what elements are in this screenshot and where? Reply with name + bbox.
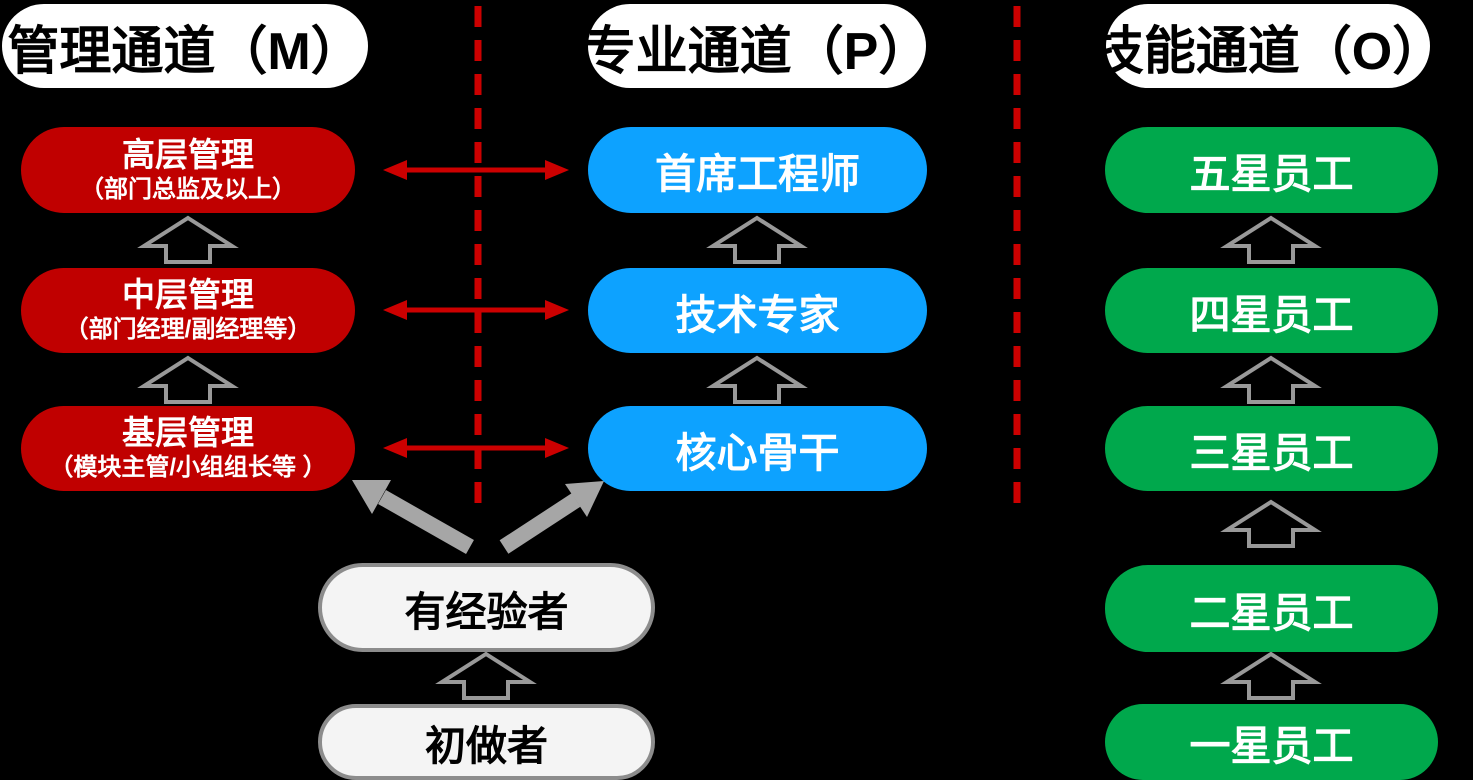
arrow-head-right — [545, 160, 569, 180]
promotion-arrow-o2-icon — [1225, 356, 1317, 404]
arrow-head-right — [545, 438, 569, 458]
level-two-star: 二星员工 — [1105, 565, 1438, 652]
level-five-star: 五星员工 — [1105, 127, 1438, 213]
level-title: 技术专家 — [675, 291, 840, 338]
level-senior-management: 高层管理 （部门总监及以上） — [21, 127, 355, 213]
level-core-backbone: 核心骨干 — [588, 406, 927, 491]
arrow-shaft — [378, 490, 474, 554]
level-three-star: 三星员工 — [1105, 406, 1438, 491]
level-technical-expert: 技术专家 — [588, 268, 927, 353]
promotion-arrow-p2-icon — [711, 356, 803, 404]
level-grassroots-management: 基层管理 （模块主管/小组组长等 ） — [21, 406, 355, 491]
entry-beginner: 初做者 — [318, 704, 655, 780]
level-title: 高层管理 — [122, 135, 254, 173]
arrow-head — [565, 481, 604, 517]
level-subtitle: （部门总监及以上） — [80, 175, 296, 203]
level-title: 首席工程师 — [655, 151, 860, 197]
management-channel-header: 管理通道（M） — [2, 4, 368, 88]
arrow-head-left — [383, 438, 407, 458]
level-subtitle: （模块主管/小组组长等 ） — [49, 454, 327, 482]
skill-channel-header: 技能通道（O） — [1092, 4, 1444, 88]
arrow-head-left — [383, 160, 407, 180]
level-middle-management: 中层管理 （部门经理/副经理等） — [21, 268, 355, 353]
level-subtitle: （部门经理/副经理等） — [64, 316, 312, 344]
promotion-arrow-m1-icon — [142, 216, 234, 264]
level-title: 三星员工 — [1189, 429, 1354, 476]
arrow-head-left — [383, 300, 407, 320]
entry-arrow-to-management — [352, 480, 474, 554]
entry-arrow-to-professional — [499, 481, 604, 554]
level-four-star: 四星员工 — [1105, 268, 1438, 353]
level-title: 一星员工 — [1189, 723, 1354, 769]
level-title: 五星员工 — [1189, 151, 1354, 197]
promotion-arrow-o3-icon — [1225, 500, 1317, 548]
entry-experienced: 有经验者 — [318, 563, 655, 652]
transfer-arrow-middle — [383, 300, 569, 320]
level-title: 四星员工 — [1189, 291, 1354, 338]
level-title: 中层管理 — [122, 276, 254, 314]
level-chief-engineer: 首席工程师 — [588, 127, 927, 213]
level-title: 二星员工 — [1189, 589, 1354, 636]
level-title: 核心骨干 — [675, 429, 840, 476]
promotion-arrow-entry-icon — [440, 652, 532, 700]
promotion-arrow-p1-icon — [711, 216, 803, 264]
professional-channel-header: 专业通道（P） — [584, 4, 930, 88]
promotion-arrow-m2-icon — [142, 356, 234, 404]
arrow-head — [352, 480, 391, 514]
arrow-head-right — [545, 300, 569, 320]
transfer-arrow-top — [383, 160, 569, 180]
transfer-arrow-bottom — [383, 438, 569, 458]
level-title: 基层管理 — [122, 414, 254, 452]
level-one-star: 一星员工 — [1105, 704, 1438, 780]
promotion-arrow-o4-icon — [1225, 652, 1317, 700]
promotion-arrow-o1-icon — [1225, 216, 1317, 264]
arrow-shaft — [499, 493, 581, 554]
